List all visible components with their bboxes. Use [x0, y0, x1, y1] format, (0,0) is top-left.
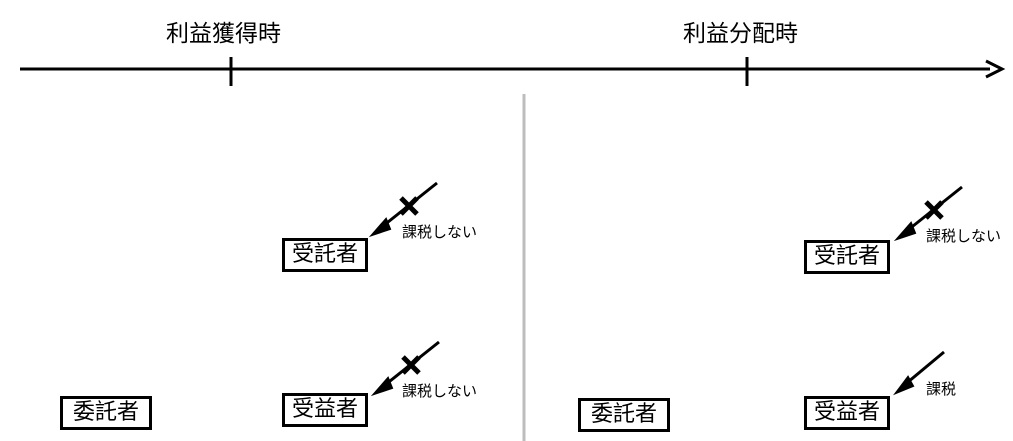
timeline-arrowhead [985, 59, 1006, 79]
right-beneficiary-tax-note: 課税 [926, 380, 957, 398]
timeline-label-profit-distributed: 利益分配時 [683, 21, 798, 47]
left-trustee-cross-icon [399, 196, 419, 216]
right-trustee-tax-note: 課税しない [926, 227, 1002, 245]
right-beneficiary-box: 受益者 [804, 396, 890, 430]
right-trustee-arrowhead [893, 221, 917, 242]
right-trustee-cross-icon [924, 200, 944, 220]
left-beneficiary-cross-icon [401, 355, 421, 375]
left-beneficiary-arrowhead [370, 376, 394, 397]
right-beneficiary-arrowhead [893, 375, 915, 396]
left-beneficiary-tax-note: 課税しない [402, 382, 478, 400]
left-trustee-tax-note: 課税しない [402, 223, 478, 241]
left-trustee-box: 受託者 [282, 238, 368, 272]
left-trustee-arrowhead [368, 217, 392, 238]
right-settlor-box: 委託者 [578, 398, 670, 432]
left-beneficiary-box: 受益者 [282, 393, 368, 427]
timeline-label-profit-earned: 利益獲得時 [166, 21, 281, 47]
left-settlor-box: 委託者 [60, 396, 152, 430]
right-trustee-box: 受託者 [804, 240, 890, 274]
